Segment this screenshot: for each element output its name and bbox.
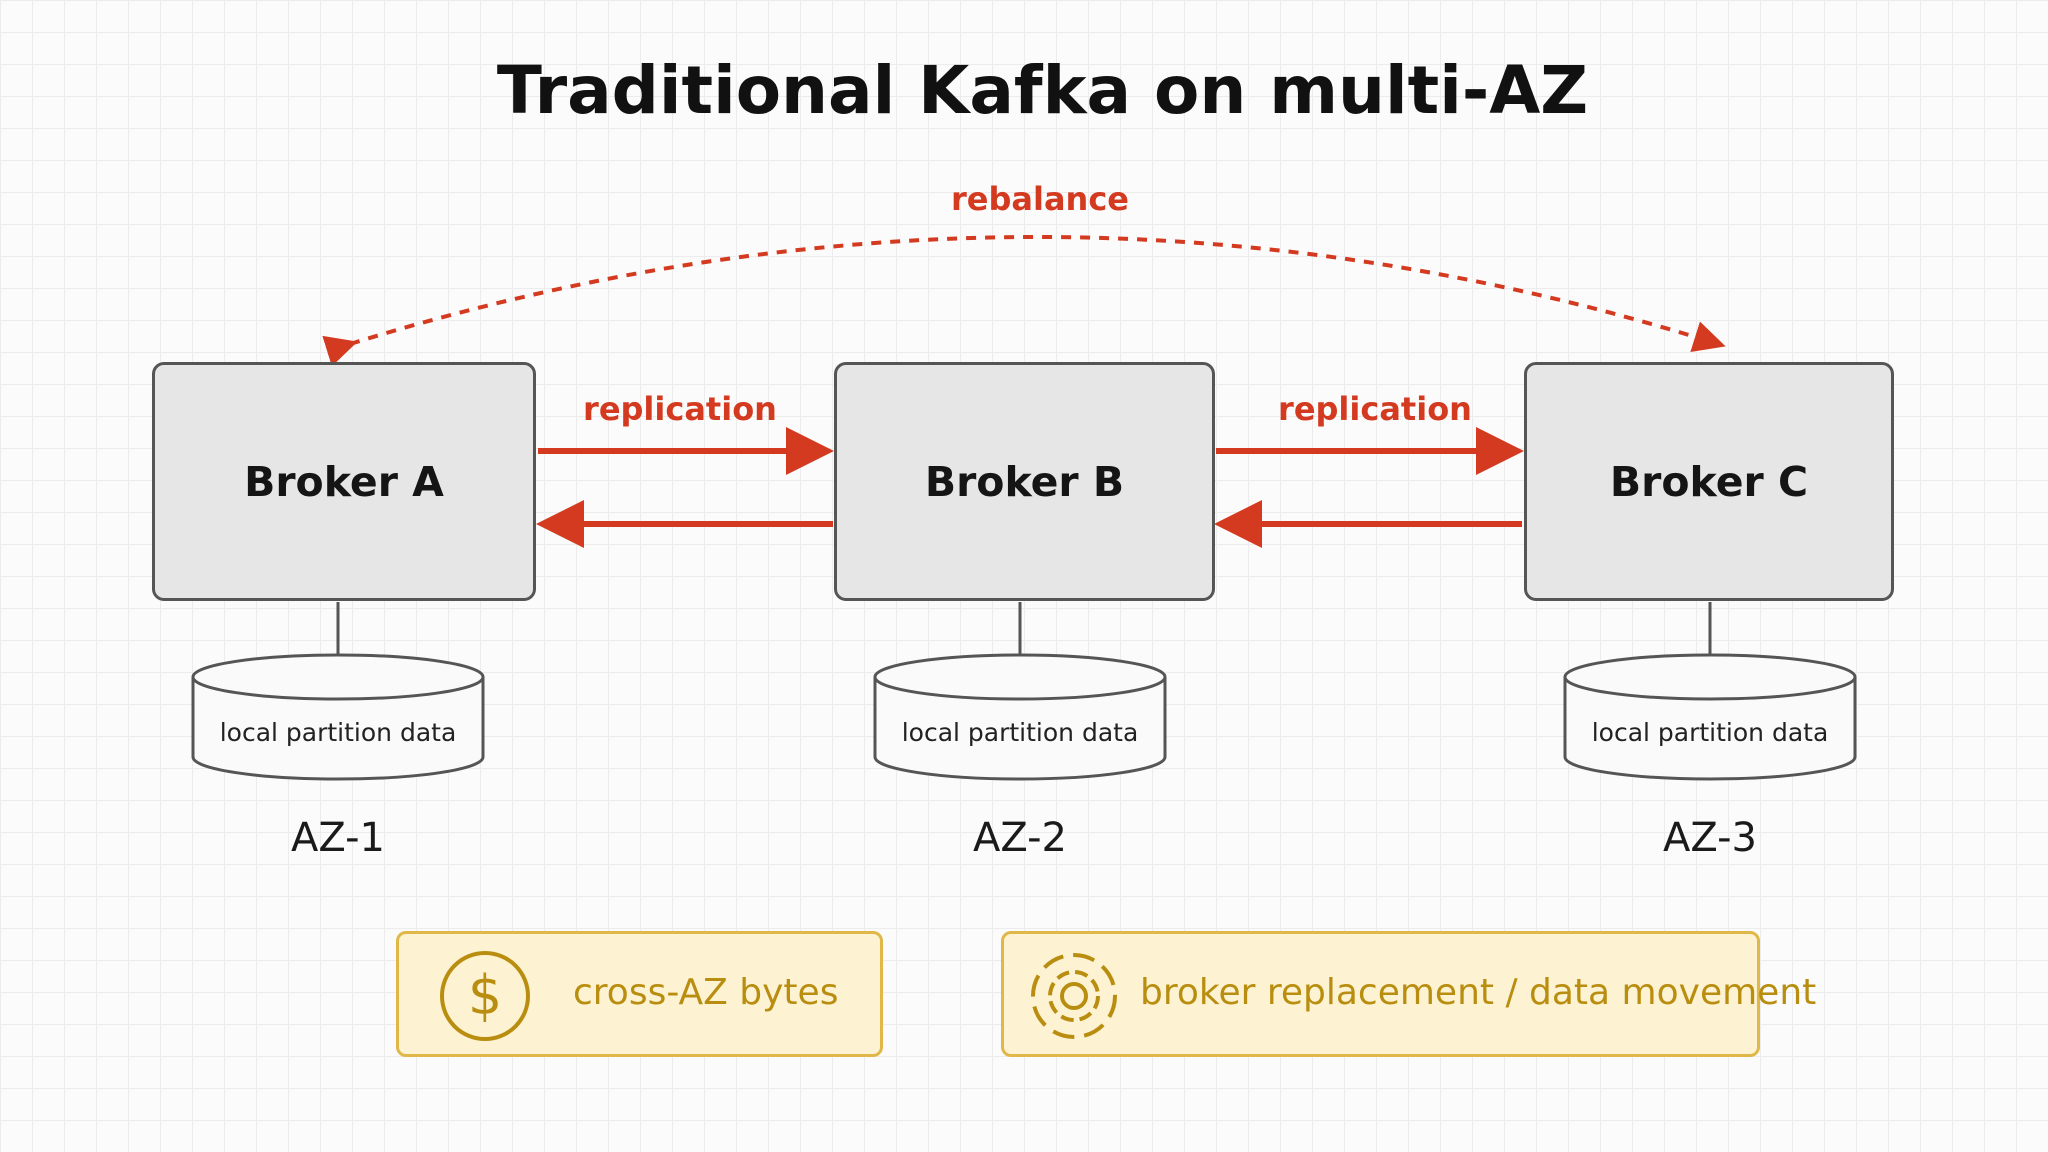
storage-cylinder-c — [1563, 653, 1857, 781]
svg-text:$: $ — [468, 964, 502, 1027]
broker-a-label: Broker A — [244, 457, 444, 506]
storage-label-b: local partition data — [901, 718, 1139, 747]
broker-a-box: Broker A — [152, 362, 536, 601]
zone-label-az2: AZ-2 — [973, 815, 1067, 861]
callout-cross-az-bytes-label: cross-AZ bytes — [573, 972, 839, 1013]
broker-c-label: Broker C — [1609, 457, 1809, 506]
zone-label-az3: AZ-3 — [1663, 815, 1757, 861]
broker-b-box: Broker B — [834, 362, 1215, 601]
rebalance-arc — [322, 235, 1726, 367]
callout-broker-replacement-label: broker replacement / data movement — [1140, 972, 1817, 1013]
diagram-title: Traditional Kafka on multi-AZ — [496, 52, 1589, 129]
dollar-icon: $ — [440, 951, 530, 1041]
storage-cylinder-a — [191, 653, 485, 781]
callout-broker-replacement: broker replacement / data movement — [1001, 931, 1816, 1057]
callout-cross-az-bytes: $ cross-AZ bytes — [396, 931, 883, 1057]
storage-cylinder-b — [873, 653, 1167, 781]
gear-icon — [1031, 953, 1117, 1039]
replication-label-ab: replication — [583, 390, 777, 428]
zone-label-az1: AZ-1 — [291, 815, 385, 861]
storage-label-a: local partition data — [219, 718, 457, 747]
broker-b-label: Broker B — [924, 457, 1125, 506]
replication-label-bc: replication — [1278, 390, 1472, 428]
rebalance-label: rebalance — [951, 180, 1129, 218]
storage-label-c: local partition data — [1591, 718, 1829, 747]
broker-c-box: Broker C — [1524, 362, 1894, 601]
